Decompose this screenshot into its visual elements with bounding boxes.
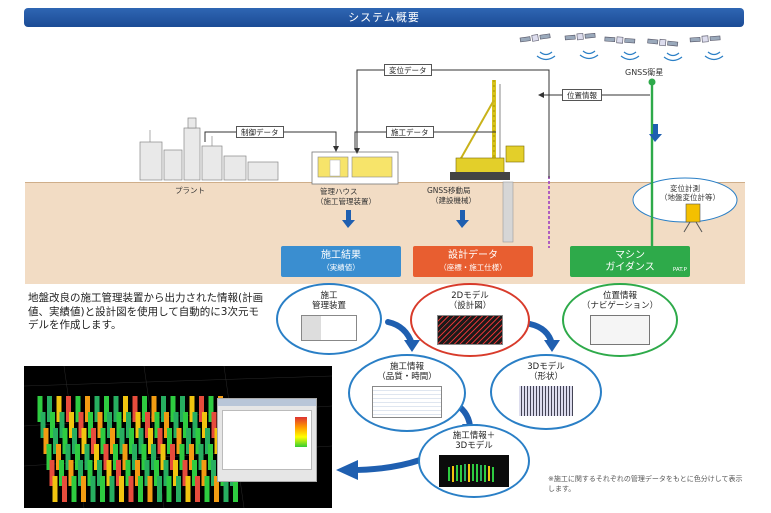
signal-waves — [536, 50, 724, 62]
displacement-data-tag: 変位データ — [384, 64, 432, 76]
pat-label: PAT.P — [672, 267, 687, 273]
window-titlebar — [218, 399, 316, 406]
result-pill-sub: （実績値） — [322, 263, 360, 272]
design-pill-title: 設計データ — [448, 250, 498, 261]
bubble-position-line1: 位置情報 — [602, 291, 637, 301]
bubble-info-line2: （品質・時間） — [377, 372, 437, 382]
gnss-mobile-label-2: （建設機械） — [431, 196, 476, 205]
drilling-rig-icon — [450, 80, 525, 243]
satellite-group — [519, 33, 721, 47]
position-thumbnail — [590, 315, 650, 345]
bubble-combined: 施工情報＋ 3Dモデル — [418, 424, 530, 498]
bubble-3d-model: 3Dモデル （形状） — [490, 354, 602, 430]
design-pill-sub: （座標・施工仕様） — [439, 263, 507, 272]
bubble-construction-info: 施工情報 （品質・時間） — [348, 354, 466, 432]
control-data-tag: 制御データ — [236, 126, 284, 138]
gnss-mobile-label-1: GNSS移動局 — [427, 186, 471, 195]
design-pill: 設計データ （座標・施工仕様） — [413, 246, 533, 277]
gnss-node — [648, 78, 656, 86]
bubble-3d-line2: （形状） — [528, 372, 563, 382]
result-pill: 施工結果 （実績値） — [281, 246, 401, 277]
survey-label-2: （地盤変位計等） — [660, 193, 720, 202]
bubble-3d-line1: 3Dモデル — [527, 362, 565, 372]
software-window — [217, 398, 317, 482]
bubble-2d-line2: （設計図） — [448, 301, 492, 311]
guidance-pill-line1: マシン — [615, 250, 645, 261]
plant-label: プラント — [175, 186, 205, 195]
result-pill-title: 施工結果 — [321, 250, 361, 261]
bubble-position: 位置情報 （ナビゲーション） — [562, 283, 678, 357]
guidance-pill: マシン ガイダンス PAT.P — [570, 246, 690, 277]
color-legend — [295, 417, 307, 447]
model3d-thumbnail — [519, 386, 573, 416]
bubble-position-line2: （ナビゲーション） — [581, 301, 659, 311]
combined-thumbnail — [439, 455, 509, 487]
bubble-combined-line2: 3Dモデル — [455, 441, 493, 451]
control-house-label-2: （施工管理装置） — [316, 197, 376, 206]
guidance-pill-line2: ガイダンス — [605, 262, 655, 273]
bubble-combined-line1: 施工情報＋ — [452, 431, 496, 441]
window-table — [222, 410, 312, 470]
control-house-label-1: 管理ハウス — [320, 187, 358, 196]
control-house-icon — [311, 151, 399, 185]
footnote: ※施工に関するそれぞれの管理データをもとに色分けして表示します。 — [548, 475, 743, 493]
plant-icon — [139, 117, 279, 181]
survey-label-1: 変位計測 — [670, 184, 700, 193]
description-text: 地盤改良の施工管理装置から出力された情報(計画値、実績値)と設計図を使用して自動… — [28, 292, 264, 331]
bubble-device: 施工 管理装置 — [276, 283, 382, 355]
bubble-device-line1: 施工 — [320, 291, 338, 301]
bubble-info-line1: 施工情報 — [389, 362, 424, 372]
down-arrows — [342, 124, 662, 228]
page-title: システム概要 — [24, 8, 744, 27]
bubble-device-line2: 管理装置 — [311, 301, 346, 311]
bubble-2d-line1: 2Dモデル — [451, 291, 489, 301]
info-thumbnail — [372, 386, 442, 418]
device-thumbnail — [301, 315, 357, 341]
flow-arrowheads — [333, 92, 544, 154]
gnss-satellite-label: GNSS衛星 — [625, 68, 664, 77]
pile-columns — [37, 396, 238, 502]
model2d-thumbnail — [437, 315, 503, 345]
position-info-tag: 位置情報 — [562, 89, 602, 101]
construction-data-tag: 施工データ — [386, 126, 434, 138]
bubble-2d-model: 2Dモデル （設計図） — [410, 283, 530, 357]
survey-instrument-icon — [548, 176, 738, 248]
